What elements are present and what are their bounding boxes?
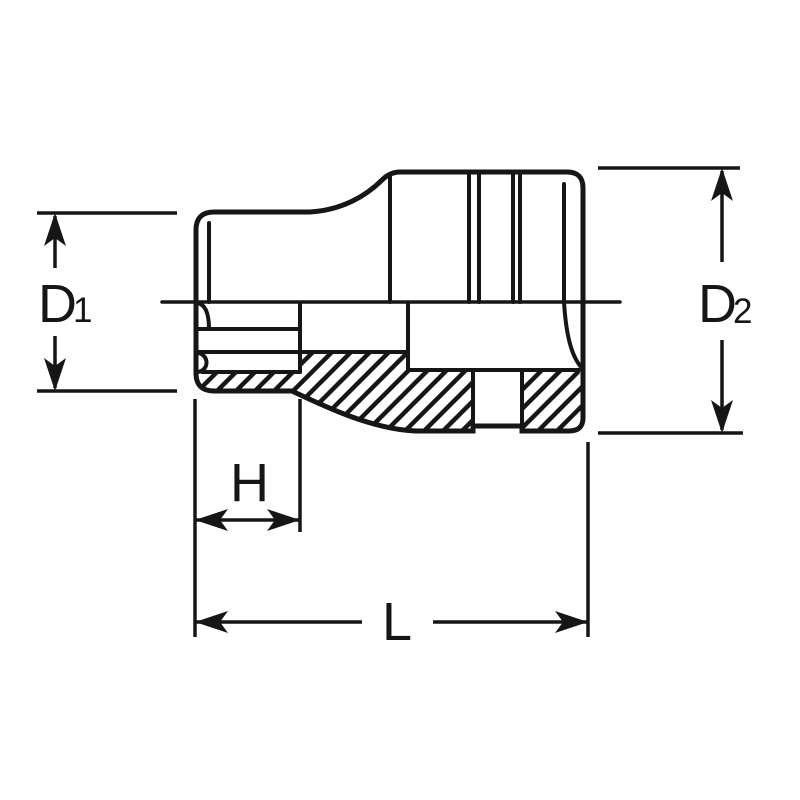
socket-body xyxy=(160,169,622,434)
l-arrow-right-icon xyxy=(555,611,588,633)
d1-label: D xyxy=(38,274,77,334)
d1-arrow-up-icon xyxy=(44,213,66,246)
section-hatching xyxy=(199,353,582,430)
d1-arrow-down-icon xyxy=(44,358,66,391)
d1-label-subscript: 1 xyxy=(73,291,92,330)
dimension-h xyxy=(193,399,302,637)
dimension-d2 xyxy=(598,166,743,435)
d2-arrow-up-icon xyxy=(711,168,733,201)
h-arrow-left-icon xyxy=(195,509,228,531)
dimension-d1 xyxy=(37,211,177,393)
d2-arrow-down-icon xyxy=(711,400,733,433)
d2-label-subscript: 2 xyxy=(733,292,752,331)
l-label: L xyxy=(382,592,412,652)
l-arrow-left-icon xyxy=(195,611,228,633)
hatch-region-left xyxy=(199,353,472,430)
socket-outer-profile xyxy=(193,169,586,434)
dimension-l xyxy=(195,442,590,637)
hex-chamfer-arc xyxy=(195,301,211,331)
h-arrow-right-icon xyxy=(267,509,300,531)
hatch-region-right xyxy=(523,371,582,429)
d2-label: D xyxy=(698,274,737,334)
rear-chamfer-curve xyxy=(562,300,583,369)
internal-edges xyxy=(194,171,583,428)
h-label: H xyxy=(230,453,269,513)
